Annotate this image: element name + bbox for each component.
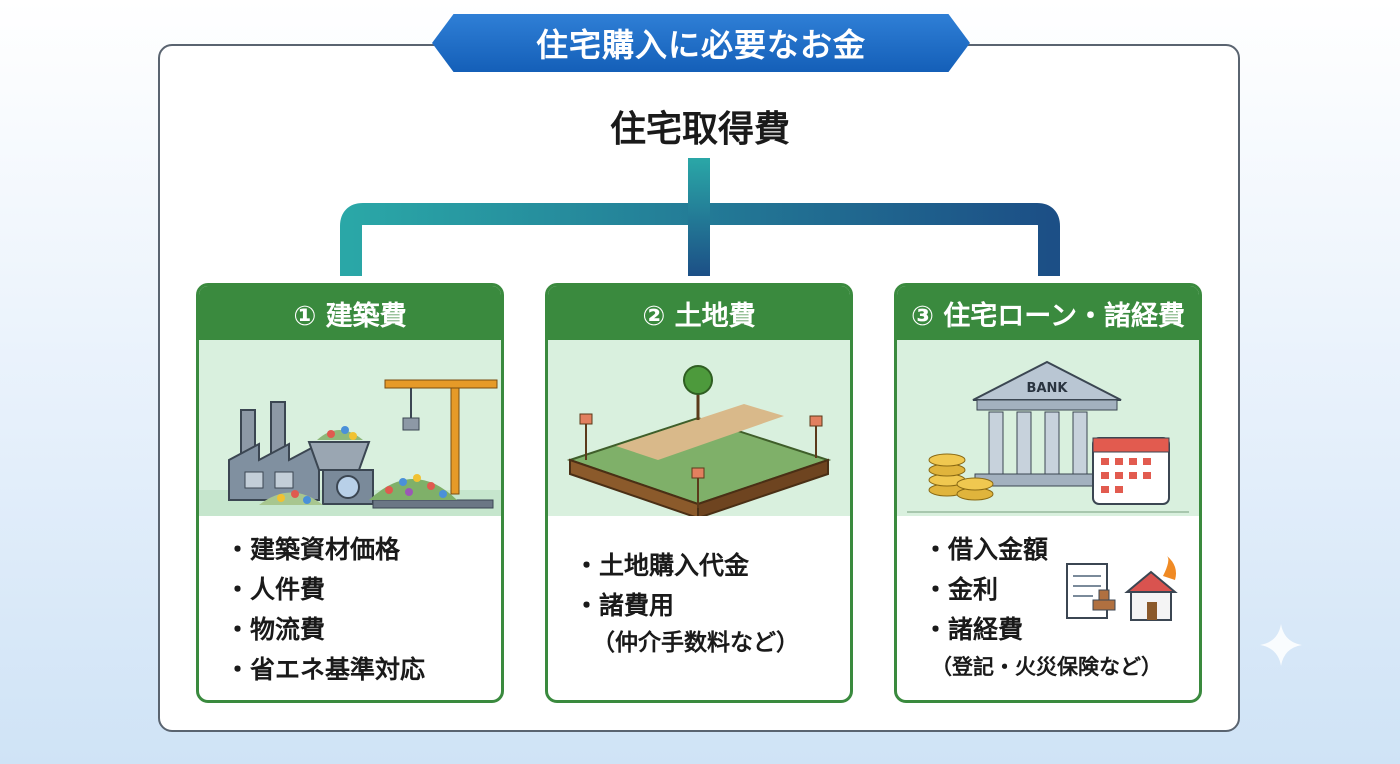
factory-illustration [199, 340, 501, 516]
land-plot-icon [566, 365, 832, 516]
list-item: ・金利 [923, 575, 999, 604]
card-header: ① 建築費 [199, 286, 501, 340]
list-item: ・人件費 [225, 575, 326, 604]
bank-icon: BANK [907, 360, 1189, 513]
list-note: （登記・火災保険など） [931, 655, 1162, 679]
card-header: ② 土地費 [548, 286, 850, 340]
bank-illustration: BANK [897, 340, 1199, 516]
root-label: 住宅取得費 [609, 109, 790, 150]
land-illustration [548, 340, 850, 516]
card-construction: ① 建築費 ・建築 [196, 283, 504, 703]
title-banner: 住宅購入に必要なお金 [432, 14, 970, 72]
document-stamp-house-icon [1066, 556, 1178, 621]
card-item-list: ・借入金額 ・金利 ・諸経費 （登記・火災保険など） [897, 516, 1199, 684]
list-item: ・省エネ基準対応 [225, 655, 426, 684]
list-item: ・物流費 [225, 615, 326, 644]
list-item: ・借入金額 [923, 535, 1049, 564]
card-item-list: ・建築資材価格 ・人件費 ・物流費 ・省エネ基準対応 [199, 516, 501, 690]
list-item: ・土地購入代金 [574, 551, 750, 580]
title-text: 住宅購入に必要なお金 [535, 26, 866, 64]
list-item: ・諸経費 [923, 615, 1024, 644]
card-loan-expenses: ③ 住宅ローン・諸経費 BANK [894, 283, 1202, 703]
card-land: ② 土地費 ・土地購入代金 ・諸費用 （仲介手数料など） [545, 283, 853, 703]
list-item: ・建築資材価格 [225, 535, 401, 564]
sparkle-icon [1260, 624, 1302, 666]
bank-sign: BANK [1027, 381, 1069, 396]
card-item-list: ・土地購入代金 ・諸費用 （仲介手数料など） [548, 516, 850, 660]
list-note: （仲介手数料など） [592, 630, 799, 656]
factory-icon [199, 379, 501, 516]
list-item: ・諸費用 [574, 591, 675, 620]
card-header: ③ 住宅ローン・諸経費 [897, 286, 1199, 340]
